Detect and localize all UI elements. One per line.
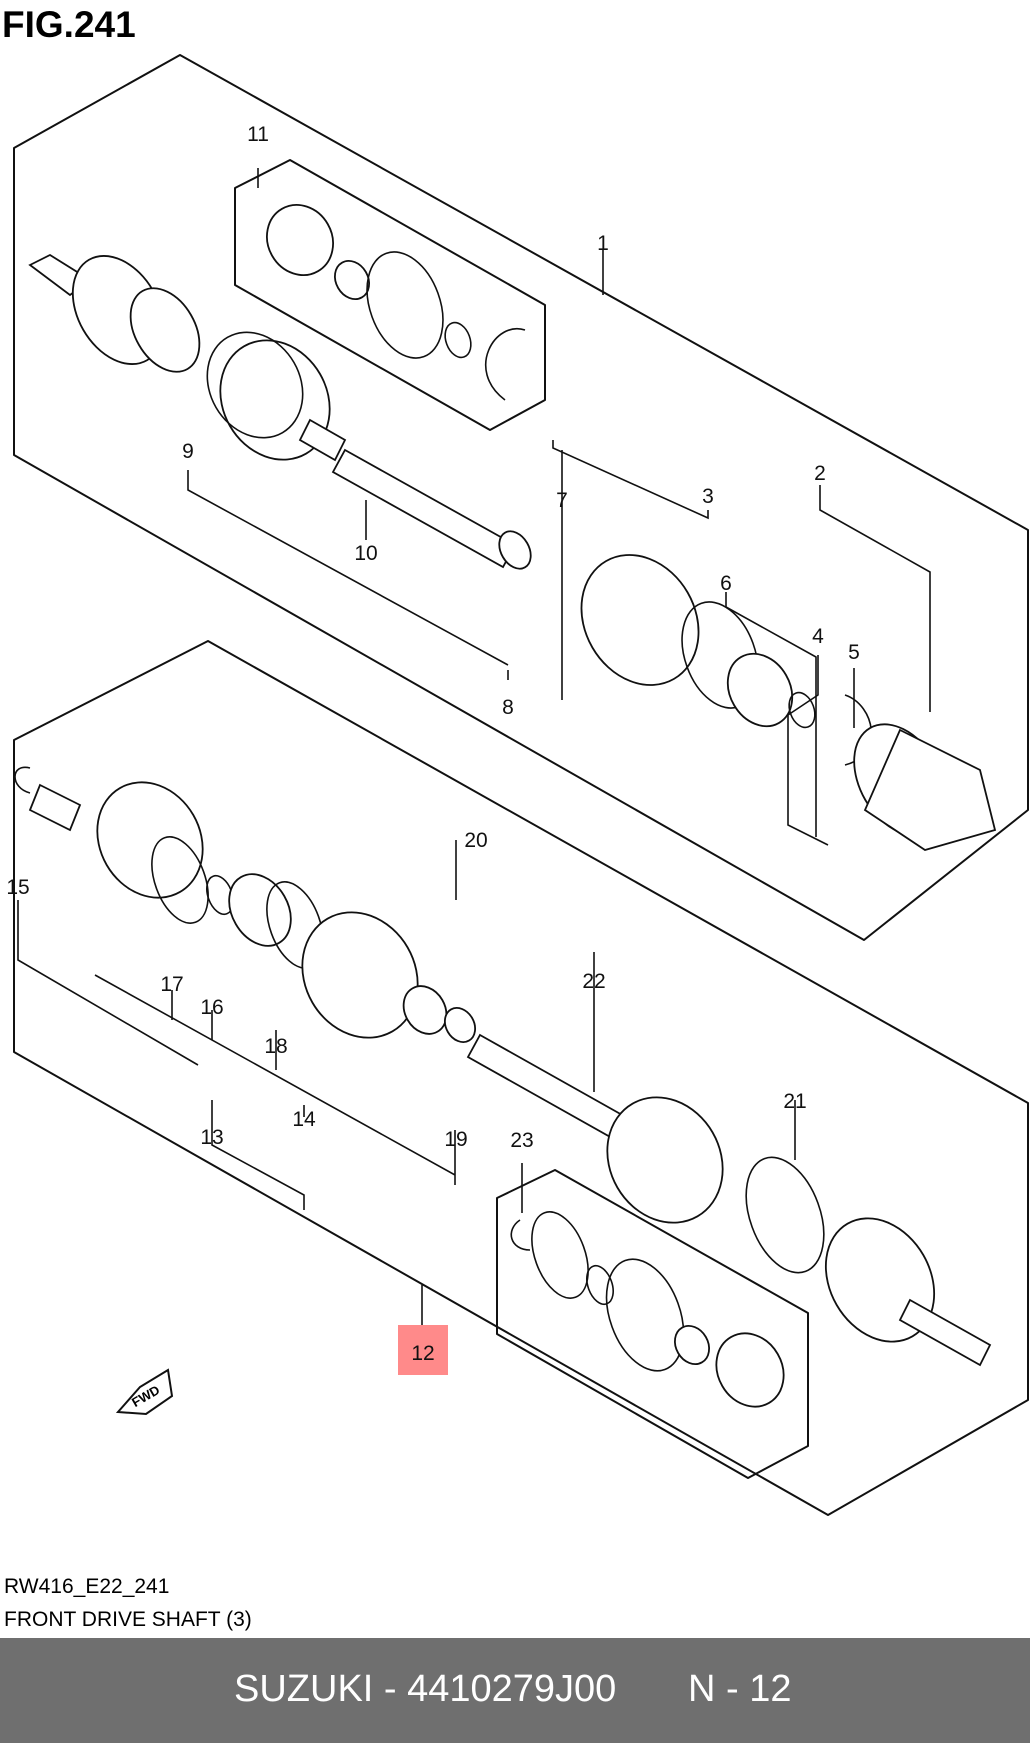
callout-16[interactable]: 16: [200, 996, 223, 1019]
fwd-arrow-icon: FWD: [115, 1368, 174, 1416]
drive-shaft-diagram: FWD 1 2 3 4 5 6 7 8 9 10 11 12 13: [6, 54, 1029, 1516]
footer-part-number: SUZUKI - 4410279J00: [234, 1668, 617, 1710]
figure-title: FIG.241: [2, 4, 136, 45]
lower-inner-housing: [14, 766, 234, 924]
upper-assembly-outline: [13, 54, 1029, 941]
callout-4[interactable]: 4: [812, 625, 824, 648]
lower-outer-boot: [606, 1096, 825, 1274]
callout-17[interactable]: 17: [160, 973, 183, 996]
lower-outer-cv-joint: [824, 1217, 992, 1367]
callout-21[interactable]: 21: [783, 1090, 806, 1113]
callout-5[interactable]: 5: [848, 641, 860, 664]
diagram-code: RW416_E22_241: [4, 1575, 170, 1598]
diagram-caption: FRONT DRIVE SHAFT (3): [4, 1608, 252, 1631]
callout-19[interactable]: 19: [444, 1128, 467, 1151]
callout-6[interactable]: 6: [720, 572, 732, 595]
lower-assembly-outline: [13, 640, 1029, 1516]
callout-22[interactable]: 22: [582, 970, 605, 993]
callout-18[interactable]: 18: [264, 1035, 287, 1058]
leader-lines: [17, 168, 931, 1330]
callout-10[interactable]: 10: [354, 542, 377, 565]
callout-3[interactable]: 3: [702, 485, 714, 508]
upper-outer-cv-joint: [28, 253, 201, 373]
callout-9[interactable]: 9: [182, 440, 194, 463]
callout-15[interactable]: 15: [6, 876, 29, 899]
upper-outer-boot: [206, 331, 347, 462]
kit-11-outline: [234, 159, 546, 431]
callout-23[interactable]: 23: [510, 1129, 533, 1152]
lower-shaft: [444, 1007, 642, 1149]
footer-reference: N - 12: [688, 1668, 792, 1710]
kit-11-parts: [266, 204, 526, 401]
upper-inner-housing: [853, 723, 997, 851]
callout-13[interactable]: 13: [200, 1126, 223, 1149]
callout-1[interactable]: 1: [597, 232, 609, 255]
callout-14[interactable]: 14: [292, 1108, 316, 1131]
upper-shaft: [331, 448, 532, 570]
callout-7[interactable]: 7: [556, 489, 568, 512]
callout-12[interactable]: 12: [411, 1342, 434, 1365]
upper-inner-boot: [580, 554, 873, 766]
callout-8[interactable]: 8: [502, 696, 514, 719]
footer-bar: SUZUKI - 4410279J00 N - 12: [0, 1638, 1030, 1743]
callout-11[interactable]: 11: [247, 123, 269, 146]
kit-23-outline: [496, 1169, 809, 1479]
callout-20[interactable]: 20: [464, 829, 487, 852]
kit-23-parts: [510, 1211, 785, 1408]
lower-inner-boot: [228, 873, 448, 1039]
callout-2[interactable]: 2: [814, 462, 826, 485]
highlight-box: [398, 1325, 448, 1375]
